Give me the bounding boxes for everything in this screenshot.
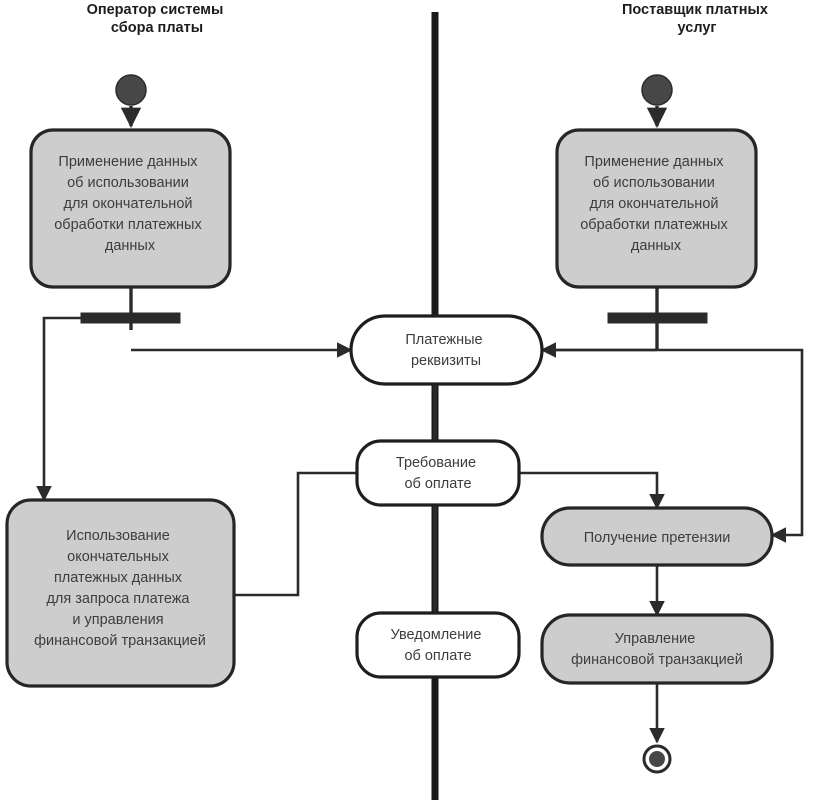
object-node-payment-notice[interactable]: Уведомление об оплате: [355, 611, 521, 679]
initial-node-left[interactable]: [115, 74, 147, 106]
object-payment-notice-label: Уведомление об оплате: [391, 627, 486, 664]
edge-fork-left-to-action-bottom: [36, 316, 81, 502]
action-left-bottom-label: Использование окончательных платежных да…: [34, 528, 206, 649]
edge-request-to-receive-claim: [519, 471, 665, 510]
action-right-top-label: Применение данных об использовании для о…: [580, 154, 732, 254]
lane-title-left: Оператор системы сбора платы: [87, 2, 228, 36]
lane-title-right-line2: услуг: [678, 20, 717, 36]
fork-bar-right[interactable]: [607, 312, 708, 324]
action-node-use-final-payment-data[interactable]: Использование окончательных платежных да…: [5, 498, 236, 688]
edge-request-to-action-left-bottom: [234, 471, 357, 597]
object-node-payment-details[interactable]: Платежные реквизиты: [349, 314, 544, 386]
object-node-payment-request[interactable]: Требование об оплате: [355, 439, 521, 507]
edge-right-loop-to-receive-claim: [542, 348, 804, 543]
lane-title-right: Поставщик платных услуг: [622, 2, 772, 36]
object-payment-details-label: Платежные реквизиты: [405, 332, 486, 369]
action-node-manage-financial-transaction[interactable]: Управление финансовой транзакцией: [540, 613, 774, 685]
action-node-receive-claim[interactable]: Получение претензии: [540, 506, 774, 567]
object-payment-request-label: Требование об оплате: [396, 455, 480, 492]
action-node-apply-usage-data-right[interactable]: Применение данных об использовании для о…: [555, 128, 758, 289]
initial-node-right[interactable]: [641, 74, 673, 106]
lane-title-left-line2: сбора платы: [111, 20, 203, 36]
action-receive-claim-label: Получение претензии: [584, 530, 731, 546]
action-left-top-label: Применение данных об использовании для о…: [54, 154, 206, 254]
action-manage-transaction-label: Управление финансовой транзакцией: [571, 631, 743, 668]
activity-final-node[interactable]: [642, 744, 672, 774]
lane-title-left-line1: Оператор системы: [87, 2, 224, 18]
fork-bar-left[interactable]: [80, 312, 181, 324]
action-node-apply-usage-data-left[interactable]: Применение данных об использовании для о…: [29, 128, 232, 289]
lane-title-right-line1: Поставщик платных: [622, 2, 768, 18]
